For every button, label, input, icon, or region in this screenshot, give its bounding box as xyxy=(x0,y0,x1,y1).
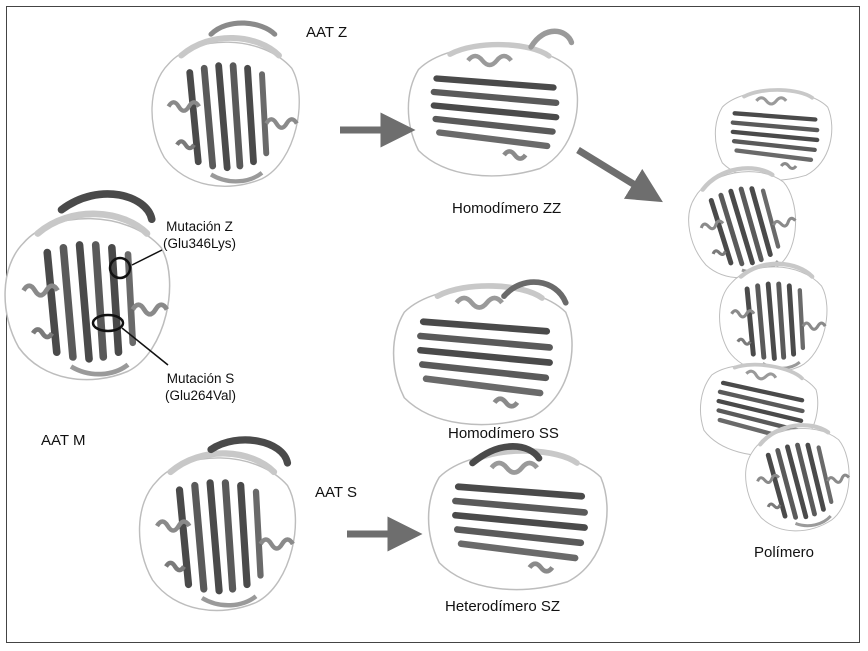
label-aat-m: AAT M xyxy=(41,432,85,450)
annotation-mutacion-z-name: Mutación Z xyxy=(163,218,236,235)
label-homodimero-ss: Homodímero SS xyxy=(448,425,559,443)
annotation-mutacion-s: Mutación S (Glu264Val) xyxy=(165,370,236,404)
annotation-mutacion-s-code: (Glu264Val) xyxy=(165,387,236,404)
protein-homodimero-ss xyxy=(394,282,572,424)
protein-heterodimero-sz xyxy=(429,446,607,589)
annotation-mutacion-z: Mutación Z (Glu346Lys) xyxy=(163,218,236,252)
label-heterodimero-sz: Heterodímero SZ xyxy=(445,598,560,616)
label-polimero: Polímero xyxy=(754,544,814,562)
label-aat-z: AAT Z xyxy=(306,24,347,42)
annotation-mutacion-z-code: (Glu346Lys) xyxy=(163,235,236,252)
label-aat-s: AAT S xyxy=(315,484,357,502)
protein-polimero xyxy=(679,90,858,539)
protein-aat-m xyxy=(5,194,170,380)
label-homodimero-zz: Homodímero ZZ xyxy=(452,200,561,218)
annotation-mutacion-s-name: Mutación S xyxy=(165,370,236,387)
arrow-diagonal-icon xyxy=(578,150,648,193)
protein-homodimero-zz xyxy=(408,31,577,176)
protein-aat-s xyxy=(140,440,296,611)
protein-aat-z xyxy=(152,23,299,186)
